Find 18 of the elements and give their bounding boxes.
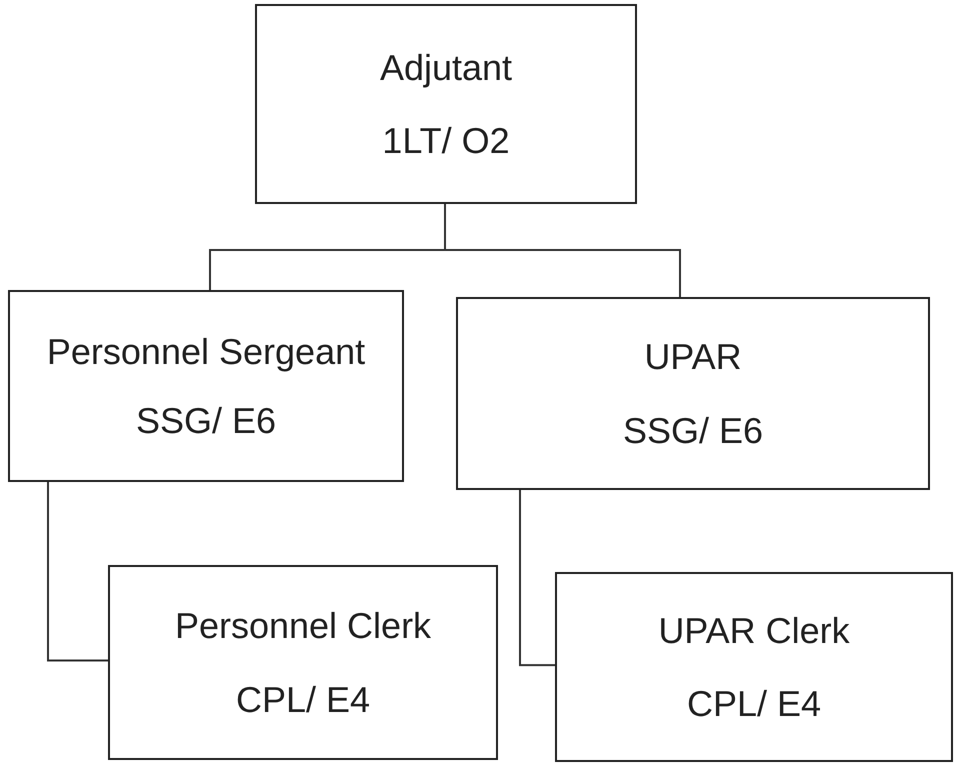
connector-line [47, 482, 108, 662]
position-box [255, 4, 637, 204]
position-title: Adjutant [380, 46, 512, 89]
position-title: UPAR Clerk [658, 608, 850, 652]
position-title: Personnel Clerk [174, 604, 432, 648]
position-box [8, 290, 404, 482]
rank-grade-label: 1LT/ O2 [382, 119, 510, 162]
position-title: UPAR [644, 335, 742, 378]
connector-line [519, 490, 555, 666]
connector-line [444, 204, 681, 297]
rank-grade-label: SSG/ E6 [622, 408, 764, 452]
position-box [555, 572, 953, 762]
rank-grade-label: CPL/ E4 [236, 678, 370, 721]
position-box [456, 297, 930, 490]
rank-grade-label: CPL/ E4 [686, 682, 822, 726]
position-box [108, 565, 498, 760]
rank-grade-label: SSG/ E6 [136, 399, 276, 442]
position-title: Personnel Sergeant [46, 330, 366, 373]
